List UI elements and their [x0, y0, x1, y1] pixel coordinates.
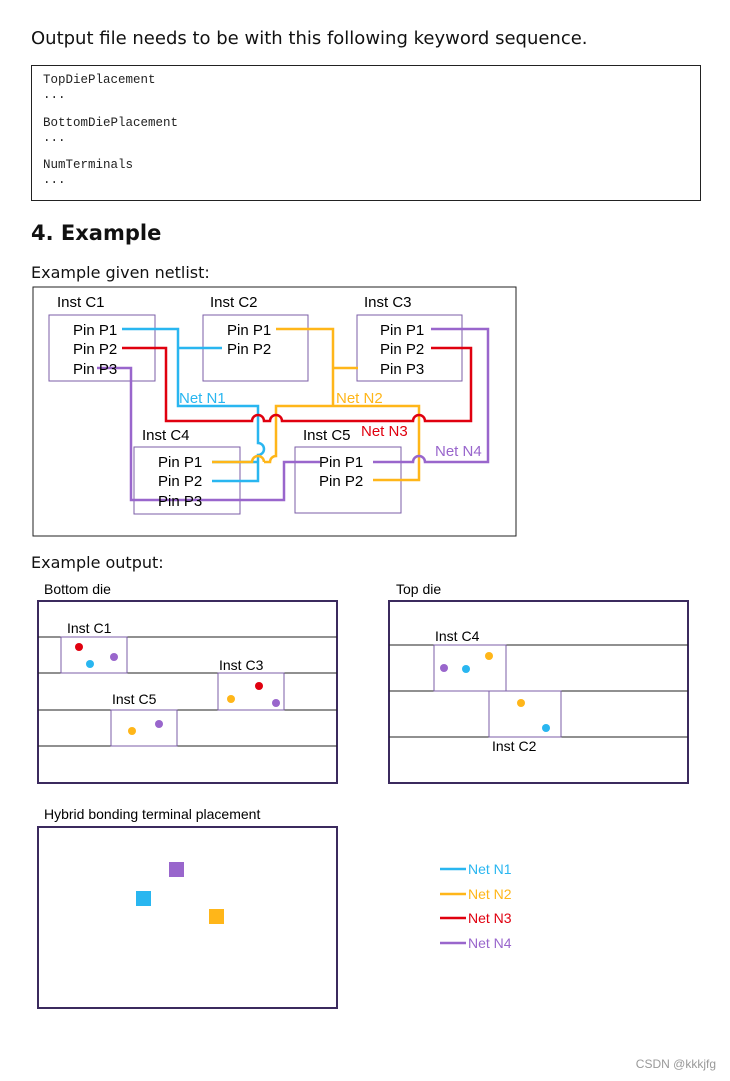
net-n1-label: Net N1	[179, 390, 226, 407]
pin-label: Pin P1	[73, 322, 117, 339]
terminal-dot	[75, 643, 83, 651]
inst-c4-label: Inst C4	[142, 427, 190, 444]
pin-label: Pin P2	[319, 473, 363, 490]
pin-label: Pin P2	[158, 473, 202, 490]
net-n2-wire	[212, 327, 421, 482]
bottom-inst-c3-label: Inst C3	[219, 657, 264, 673]
terminal-dot	[155, 720, 163, 728]
bottom-inst-c5-label: Inst C5	[112, 691, 157, 707]
hybrid-frame	[37, 826, 338, 1009]
code-line: TopDiePlacement	[43, 73, 156, 87]
terminal-dot	[128, 727, 136, 735]
terminal-square	[169, 862, 184, 877]
code-line: ...	[43, 173, 66, 187]
inst-c5-label: Inst C5	[303, 427, 351, 444]
terminal-dot	[462, 665, 470, 673]
code-line: BottomDiePlacement	[43, 116, 179, 130]
terminal-dot	[272, 699, 280, 707]
section-heading: 4. Example	[31, 221, 162, 245]
terminal-dot	[485, 652, 493, 660]
pin-label: Pin P1	[319, 454, 363, 471]
intro-text: Output file needs to be with this follow…	[31, 28, 588, 49]
output-caption: Example output:	[31, 553, 164, 572]
top-inst-c2-label: Inst C2	[492, 738, 537, 754]
terminal-dot	[440, 664, 448, 672]
terminal-dot	[517, 699, 525, 707]
net-n3-label: Net N3	[361, 423, 408, 440]
terminal-dot	[227, 695, 235, 703]
pin-label: Pin P2	[227, 341, 271, 358]
legend-n4: Net N4	[468, 935, 512, 951]
inst-c3-label: Inst C3	[364, 294, 412, 311]
terminal-dot	[86, 660, 94, 668]
pin-label: Pin P1	[158, 454, 202, 471]
terminal-dot	[110, 653, 118, 661]
inst-c2-label: Inst C2	[210, 294, 258, 311]
net-n3-wire	[122, 346, 473, 423]
netlist-caption: Example given netlist:	[31, 263, 210, 282]
inst-c1-label: Inst C1	[57, 294, 105, 311]
pin-label: Pin P2	[73, 341, 117, 358]
pin-label: Pin P2	[380, 341, 424, 358]
bottom-die-title: Bottom die	[44, 581, 111, 597]
bottom-inst-c5	[110, 709, 178, 747]
net-n4-wire	[97, 327, 490, 502]
legend-n2: Net N2	[468, 886, 512, 902]
top-inst-c4-label: Inst C4	[435, 628, 480, 644]
code-block: TopDiePlacement ... BottomDiePlacement .…	[31, 65, 701, 201]
legend-n3: Net N3	[468, 910, 512, 926]
watermark: CSDN @kkkjfg	[635, 1057, 716, 1071]
top-inst-c2	[488, 690, 562, 738]
hybrid-title: Hybrid bonding terminal placement	[44, 806, 260, 822]
bottom-die-frame	[37, 600, 338, 784]
pin-label: Pin P3	[73, 361, 117, 378]
pin-label: Pin P1	[380, 322, 424, 339]
code-line: ...	[43, 131, 66, 145]
terminal-square	[136, 891, 151, 906]
terminal-dot	[542, 724, 550, 732]
net-n4-label: Net N4	[435, 443, 482, 460]
netlist-frame	[32, 286, 517, 537]
top-die-title: Top die	[396, 581, 441, 597]
legend-n1: Net N1	[468, 861, 512, 877]
top-die-frame	[388, 600, 689, 784]
code-line: NumTerminals	[43, 158, 134, 172]
pin-label: Pin P3	[158, 493, 202, 510]
bottom-inst-c1-label: Inst C1	[67, 620, 112, 636]
pin-label: Pin P3	[380, 361, 424, 378]
pin-label: Pin P1	[227, 322, 271, 339]
code-line: ...	[43, 88, 66, 102]
terminal-square	[209, 909, 224, 924]
net-n2-label: Net N2	[336, 390, 383, 407]
terminal-dot	[255, 682, 263, 690]
